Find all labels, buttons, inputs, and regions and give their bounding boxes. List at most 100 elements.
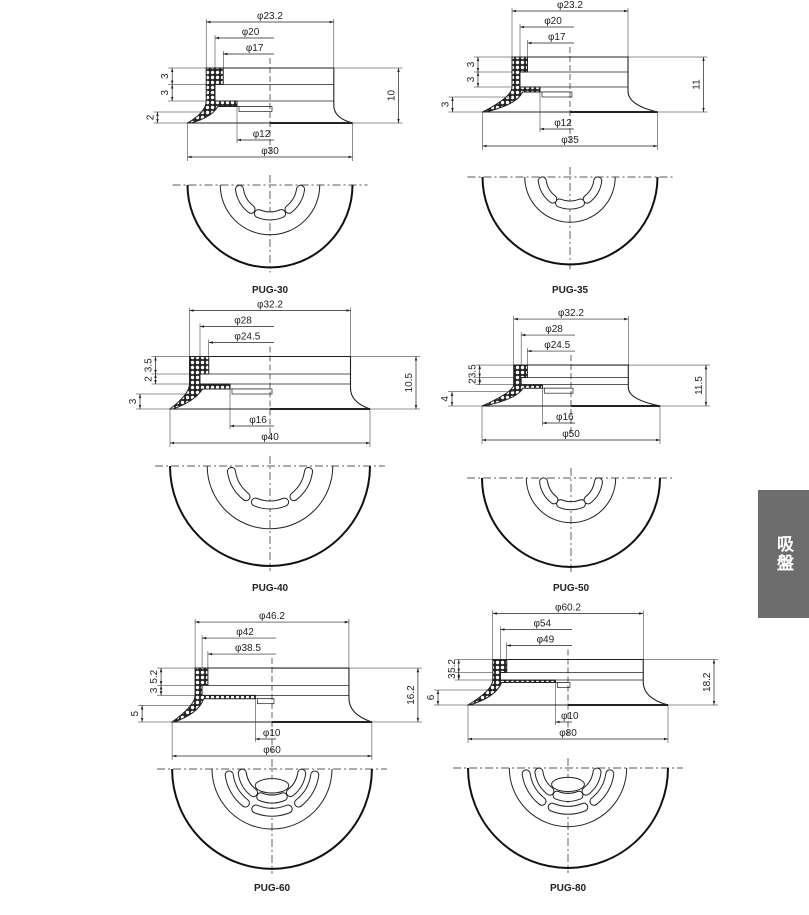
dim-label-top: φ23.2 — [557, 0, 583, 11]
section-tab-suction-cup[interactable]: 吸盤 — [758, 490, 809, 618]
valve-plate — [541, 91, 573, 98]
dim-label-top: φ54 — [533, 619, 551, 630]
dim-label-outer: φ35 — [561, 135, 579, 146]
cup-outline — [571, 364, 661, 407]
inner-arc — [206, 465, 334, 530]
slot — [257, 793, 287, 803]
dim-label-left: 3 — [149, 687, 160, 693]
bottom-view — [467, 468, 675, 572]
dim-label-top: φ38.5 — [235, 643, 261, 654]
slot — [235, 185, 255, 213]
slot — [557, 500, 585, 510]
dim-label-left: 3.5 — [144, 358, 155, 372]
dim-label-top: φ20 — [242, 27, 260, 38]
dim-label-outer: φ60 — [263, 745, 281, 756]
slot — [254, 210, 286, 220]
cup-outline — [568, 658, 669, 706]
dim-label-left: 3 — [160, 90, 171, 96]
center-slot — [254, 778, 290, 794]
cross-section-hatch — [481, 364, 544, 407]
cup-rim-arc — [481, 176, 659, 266]
cup-rim-arc — [169, 465, 371, 567]
dim-label-top: φ23.2 — [257, 11, 283, 22]
slot — [251, 498, 289, 509]
bottom-view — [155, 456, 385, 571]
slot — [540, 478, 558, 504]
center-slot — [551, 776, 585, 792]
slot — [548, 803, 588, 814]
dim-label-left: 3 — [466, 76, 477, 82]
slot — [553, 791, 583, 801]
valve-plate — [544, 387, 574, 394]
dim-label-top: φ32.2 — [257, 300, 283, 311]
dim-label-left: 5.2 — [149, 669, 160, 683]
dim-label-lip: 2 — [146, 114, 157, 120]
section-tab-label: 吸盤 — [773, 535, 793, 573]
dim-label-top: φ20 — [544, 16, 562, 27]
model-label: PUG-60 — [254, 883, 291, 894]
dim-label-top: φ42 — [236, 627, 254, 638]
slot — [225, 771, 249, 807]
dim-label-hole: φ12 — [253, 129, 271, 140]
cup-rim-arc — [186, 184, 354, 269]
dim-label-left: 5.2 — [447, 659, 458, 673]
inner-arc — [219, 184, 321, 236]
dim-label-height: 16.2 — [406, 685, 417, 705]
dim-label-height: 11.5 — [694, 376, 705, 395]
cup-outline — [270, 67, 353, 124]
cup-rim-arc — [481, 477, 661, 568]
slot — [227, 467, 250, 501]
dim-label-lip: 6 — [426, 694, 437, 700]
slot — [590, 770, 614, 805]
dim-label-left: 2 — [468, 378, 479, 384]
dim-label-top: φ24.5 — [544, 340, 570, 351]
slot — [285, 185, 305, 213]
dim-label-top: φ32.2 — [558, 308, 584, 319]
dim-label-outer: φ40 — [261, 432, 279, 443]
dim-label-height: 10 — [387, 90, 398, 102]
cup-outline — [270, 355, 371, 410]
dim-label-outer: φ80 — [559, 728, 577, 739]
dim-label-hole: φ10 — [263, 728, 281, 739]
slot — [286, 769, 306, 797]
dim-label-hole: φ12 — [554, 118, 572, 129]
dim-label-left: 3 — [447, 673, 458, 679]
valve-plate — [557, 682, 571, 688]
dim-label-hole: φ10 — [561, 711, 579, 722]
cross-section-hatch — [482, 56, 541, 113]
dim-label-lip: 5 — [130, 710, 141, 716]
valve-plate — [231, 388, 273, 395]
dim-label-lip: 3 — [441, 101, 452, 107]
dim-label-top: φ46.2 — [259, 611, 285, 622]
bottom-view — [172, 175, 368, 273]
dim-label-outer: φ50 — [562, 429, 580, 440]
bottom-view — [467, 167, 673, 270]
dim-label-top: φ17 — [246, 43, 264, 54]
inner-arc — [211, 768, 333, 830]
inner-arc — [525, 477, 617, 523]
slot — [238, 769, 258, 797]
dim-label-top: φ28 — [545, 324, 563, 335]
slot — [583, 177, 602, 203]
slot — [538, 177, 557, 203]
bottom-view — [157, 759, 387, 874]
dim-label-height: 18.2 — [702, 672, 713, 692]
inner-arc — [524, 176, 616, 223]
dim-label-left: 3.5 — [468, 364, 479, 378]
dim-label-top: φ60.2 — [555, 603, 581, 614]
slot — [555, 199, 585, 209]
cross-section-hatch — [185, 67, 238, 124]
dim-label-top: φ24.5 — [234, 332, 260, 343]
model-label: PUG-80 — [550, 883, 587, 894]
dim-label-left: 3 — [466, 61, 477, 67]
side-view: φ46.2 φ42 φ38.5 φ10 φ60 5.2 3 5 16.2 — [130, 611, 422, 760]
cross-section-hatch — [170, 667, 256, 723]
slot — [535, 768, 554, 795]
